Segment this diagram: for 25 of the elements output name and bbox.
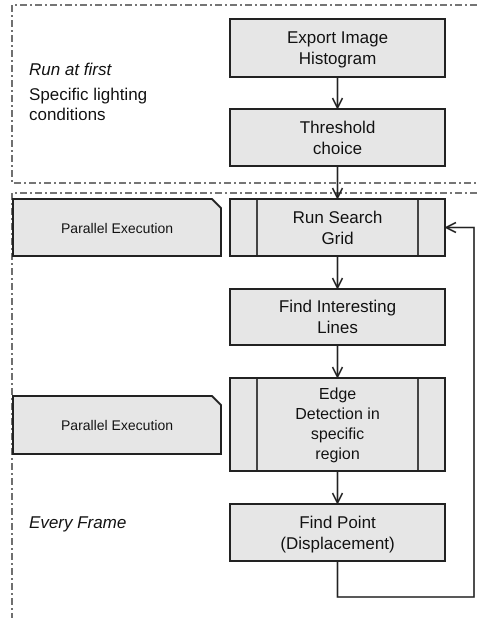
process-box [229,288,446,346]
arrow [336,222,475,598]
tab-label: Parallel Execution [60,218,174,236]
arrow [332,472,344,504]
phase-note: Every Frame [29,513,128,533]
box-label: Run Search Grid [292,206,384,248]
box-label: Export Image Histogram [286,27,390,69]
box-label: Threshold choice [298,116,376,158]
process-box [229,108,446,167]
arrow [332,346,344,378]
predefined-process-box [229,377,446,472]
box-label: Find Point (Displacement) [279,512,396,554]
arrow [332,257,344,289]
predefined-process-box [229,198,446,257]
phase-title: Run at first [29,60,113,80]
note-tab [12,395,222,455]
arrow [332,78,344,109]
box-label: Edge Detection in specific region [294,384,381,464]
note-tab [12,198,222,257]
arrow [332,167,344,199]
process-box [229,18,446,78]
phase-note: Specific lighting conditions [29,85,148,125]
process-box [229,503,446,562]
tab-label: Parallel Execution [60,416,174,434]
box-label: Find Interesting Lines [278,296,398,338]
